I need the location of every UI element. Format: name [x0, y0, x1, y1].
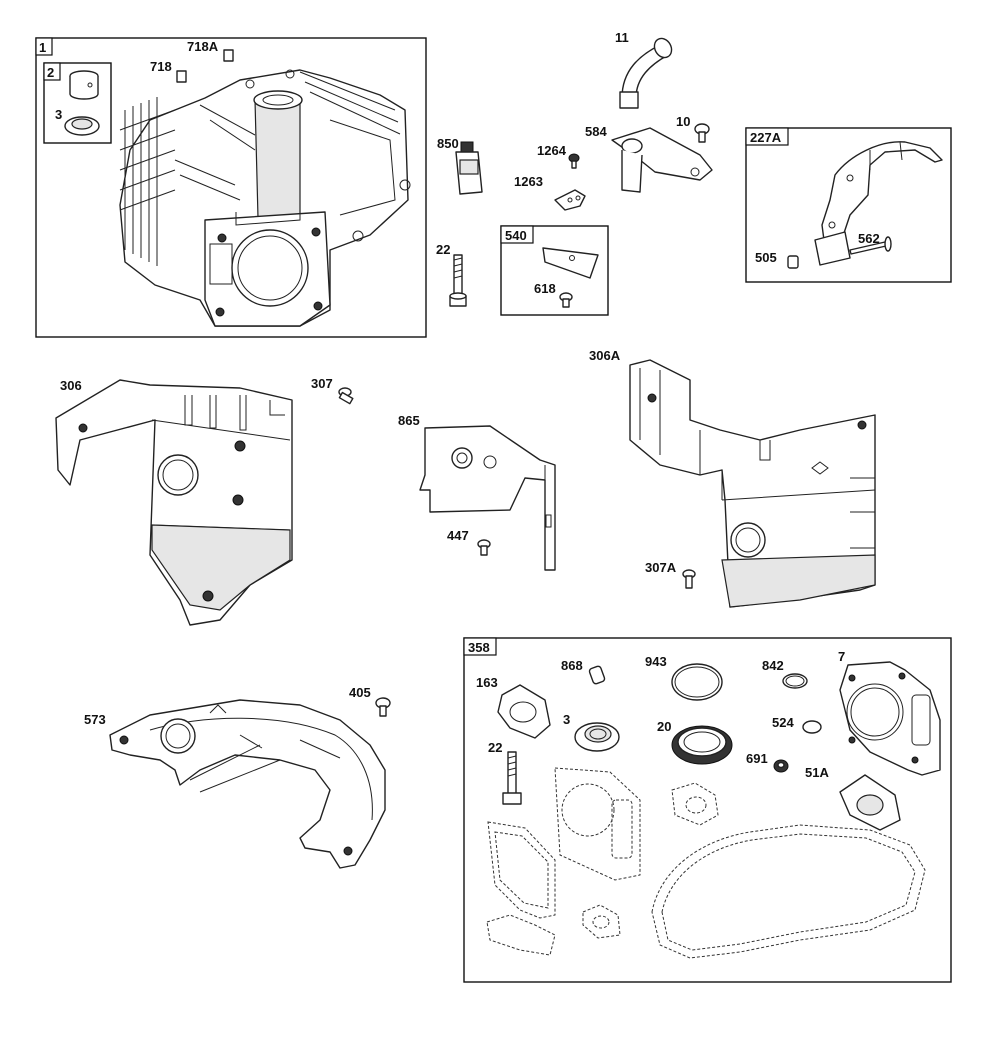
label-307: 307 [311, 376, 333, 391]
box-1-tag [35, 37, 53, 56]
plug-868 [588, 665, 606, 685]
label-691: 691 [746, 751, 768, 766]
box-227a-tag [745, 127, 789, 146]
label-540: 540 [505, 228, 527, 243]
label-3-seal-b: 3 [563, 712, 570, 727]
label-850: 850 [437, 136, 459, 151]
label-22-bottom: 22 [488, 740, 502, 755]
label-163: 163 [476, 675, 498, 690]
label-865: 865 [398, 413, 420, 428]
head-gasket-7 [839, 661, 941, 776]
box-227a-frame [745, 127, 952, 283]
o-ring-524 [802, 720, 822, 734]
screw-618 [559, 292, 573, 308]
box-2-frame [43, 62, 112, 144]
shroud-306a [629, 359, 876, 608]
label-11: 11 [615, 30, 629, 45]
group-573: 573 405 [84, 685, 391, 869]
label-306: 306 [60, 378, 82, 393]
label-584: 584 [585, 124, 607, 139]
bracket-584 [611, 127, 713, 193]
label-562: 562 [858, 231, 880, 246]
label-1: 1 [39, 40, 46, 55]
bushing-part [69, 70, 99, 100]
label-718: 718 [150, 59, 172, 74]
box-358-frame [463, 637, 952, 983]
oil-seal-part [64, 116, 100, 136]
breather-tube-11 [619, 37, 673, 109]
label-1263: 1263 [514, 174, 543, 189]
o-ring-842 [782, 673, 808, 689]
label-405: 405 [349, 685, 371, 700]
screw-447 [477, 539, 491, 556]
label-306a: 306A [589, 348, 621, 363]
label-573: 573 [84, 712, 106, 727]
box-358-tag [463, 637, 497, 656]
group-upper-center: 11 10 584 850 1264 [436, 30, 952, 316]
kit-gaskets-dashed [486, 767, 926, 959]
label-505: 505 [755, 250, 777, 265]
label-868: 868 [561, 658, 583, 673]
label-524: 524 [772, 715, 794, 730]
bolt-22-top [449, 254, 467, 307]
cylinder-block-drawing [119, 69, 411, 327]
screw-405 [375, 697, 391, 717]
shroud-306 [55, 379, 293, 626]
group-middle-shrouds: 306 307 865 447 [55, 348, 876, 626]
label-3-seal: 3 [55, 107, 62, 122]
label-358: 358 [468, 640, 490, 655]
label-10: 10 [676, 114, 690, 129]
gasket-51a [839, 774, 901, 831]
label-227a: 227A [750, 130, 782, 145]
pin-718a [223, 49, 234, 62]
box-2-tag [43, 62, 61, 81]
label-22-top: 22 [436, 242, 450, 257]
label-618: 618 [534, 281, 556, 296]
gasket-163 [497, 684, 551, 739]
bracket-865 [419, 425, 556, 571]
washer-691 [773, 759, 789, 773]
box-540-frame [500, 225, 609, 316]
oil-seal-3 [574, 722, 620, 752]
group-1-cylinder-block: 1 2 3 718 718A [35, 37, 427, 338]
sealant-tube-850 [455, 141, 483, 195]
plate-540 [542, 247, 599, 279]
label-20: 20 [657, 719, 671, 734]
screw-1264 [568, 153, 580, 169]
screw-307 [338, 387, 354, 405]
bolt-22-bottom [502, 751, 522, 805]
label-447: 447 [447, 528, 469, 543]
screw-10 [694, 123, 710, 143]
oil-seal-20 [671, 725, 733, 765]
governor-bracket-227a [814, 141, 943, 266]
spring-505 [787, 255, 799, 269]
group-358-gasket-set: 358 868 943 842 7 163 [463, 637, 952, 983]
label-2: 2 [47, 65, 54, 80]
pin-562 [849, 236, 892, 255]
label-1264: 1264 [537, 143, 567, 158]
label-307a: 307A [645, 560, 677, 575]
clip-1263 [554, 189, 586, 211]
screw-307a [682, 569, 696, 589]
label-51a: 51A [805, 765, 829, 780]
box-540-tag [500, 225, 534, 244]
label-943: 943 [645, 654, 667, 669]
label-7: 7 [838, 649, 845, 664]
label-718a: 718A [187, 39, 219, 54]
air-guide-573 [109, 699, 386, 869]
label-842: 842 [762, 658, 784, 673]
box-1-frame [35, 37, 427, 338]
pin-718 [176, 70, 187, 83]
o-ring-943 [671, 663, 723, 701]
